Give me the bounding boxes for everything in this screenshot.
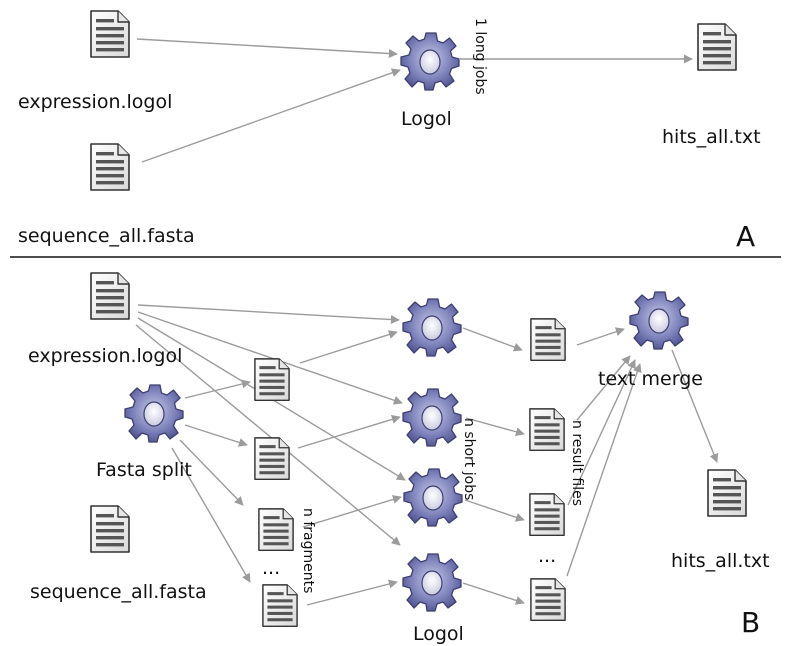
document-icon <box>90 10 130 58</box>
gear-icon <box>124 384 184 443</box>
document-icon <box>530 578 566 622</box>
edge-b-fragment-2-to-logol-2 <box>297 415 401 449</box>
b-results-note: n result files <box>569 420 585 506</box>
document-icon <box>254 358 290 402</box>
edge-b-expression-to-logol-4 <box>135 324 401 546</box>
edge-b-split-to-fragment-3 <box>179 439 244 506</box>
b-hits-label: hits_all.txt <box>671 550 770 572</box>
edge-b-logol-4-to-result-4 <box>462 582 525 605</box>
document-icon <box>254 437 290 481</box>
edge-b-expression-to-logol-1 <box>137 304 400 325</box>
b-result-ellipsis: ... <box>538 545 556 567</box>
gear-icon <box>400 32 460 91</box>
edge-b-result-2-to-merge <box>576 355 631 421</box>
a-expression-label: expression.logol <box>18 91 172 113</box>
b-expression-label: expression.logol <box>28 345 182 367</box>
gear-icon <box>629 291 689 350</box>
edge-b-result-4-to-merge <box>566 363 642 577</box>
gear-icon <box>402 553 462 612</box>
b-sequence-label: sequence_all.fasta <box>30 581 207 603</box>
edge-b-logol-1-to-result-1 <box>462 327 523 352</box>
panel-b: expression.logol Fasta split sequence_al… <box>28 272 770 645</box>
gear-icon <box>402 388 462 447</box>
b-fasta-split-label: Fasta split <box>96 459 192 481</box>
edge-b-result-1-to-merge <box>576 327 625 346</box>
b-jobs-note: n short jobs <box>461 418 477 500</box>
document-icon <box>529 493 565 537</box>
edge-b-logol-3-to-result-3 <box>464 499 525 522</box>
panel-a-letter: A <box>736 220 755 253</box>
edge-b-fragment-4-to-logol-4 <box>306 579 398 606</box>
edge-b-result-3-to-merge <box>567 359 636 506</box>
b-text-merge-label: text merge <box>598 368 703 390</box>
document-icon <box>697 23 737 71</box>
document-icon <box>90 143 130 191</box>
document-icon <box>90 505 130 553</box>
edge-b-expression-to-logol-2 <box>137 311 403 405</box>
edge-b-fragment-3-to-logol-3 <box>302 495 402 528</box>
edge-b-split-to-fragment-2 <box>184 424 248 447</box>
edge-b-split-to-fragment-1 <box>184 379 251 399</box>
document-icon <box>529 408 565 452</box>
edge-b-logol-2-to-result-2 <box>465 417 525 437</box>
document-icon <box>90 272 130 320</box>
b-fragment-ellipsis: ... <box>262 557 280 579</box>
a-hits-label: hits_all.txt <box>662 126 761 148</box>
a-logol-label: Logol <box>401 108 452 130</box>
gear-icon <box>403 468 463 527</box>
edge-a-sequence-to-logol <box>141 68 401 163</box>
b-fragments-note: n fragments <box>300 508 316 593</box>
edge-a-expression-to-logol <box>136 38 398 59</box>
edge-b-fragment-1-to-logol-1 <box>299 330 398 364</box>
edge-b-split-to-fragment-4 <box>171 447 251 583</box>
gear-icon <box>402 298 462 357</box>
a-sequence-label: sequence_all.fasta <box>18 225 195 247</box>
panel-a: expression.logol sequence_all.fasta Logo… <box>18 10 761 253</box>
document-icon <box>707 469 747 517</box>
document-icon <box>530 318 566 362</box>
edge-b-merge-to-hits <box>671 349 719 463</box>
panel-b-letter: B <box>741 606 760 639</box>
b-logol-label: Logol <box>413 623 464 645</box>
document-icon <box>258 508 294 552</box>
document-icon <box>262 584 298 628</box>
a-job-note: 1 long jobs <box>472 18 488 95</box>
